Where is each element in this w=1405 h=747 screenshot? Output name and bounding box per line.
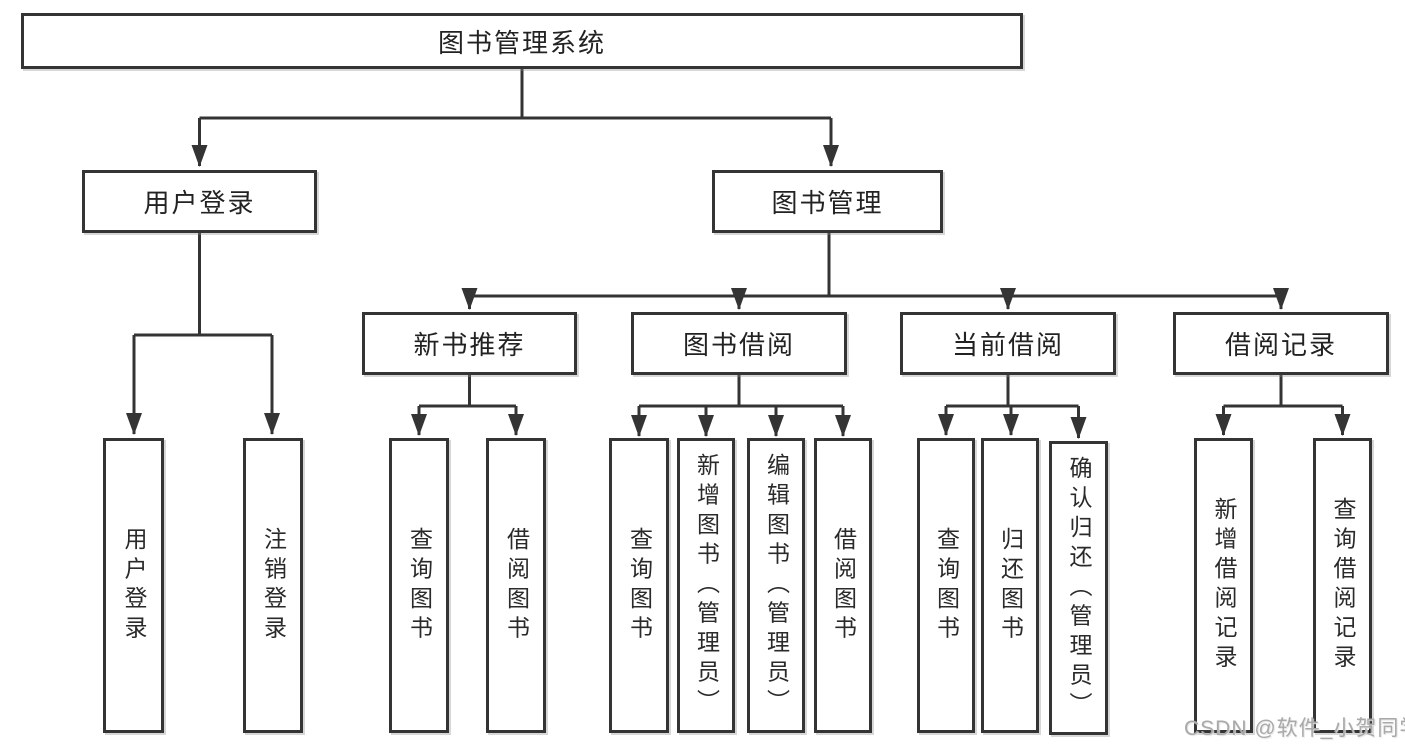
node-leaf-query-books-current-label: 查询图书 <box>933 526 960 645</box>
node-leaf-logout-label: 注销登录 <box>260 526 287 645</box>
node-leaf-add-book-admin-label: 新增图书（管理员） <box>693 453 720 718</box>
node-current-borrowing-label: 当前借阅 <box>951 330 1064 360</box>
node-new-book-recommend-label: 新书推荐 <box>413 330 526 360</box>
node-leaf-edit-book-admin: 编辑图书（管理员） <box>747 438 805 733</box>
node-book-borrowing-label: 图书借阅 <box>682 330 795 360</box>
node-leaf-query-books-current: 查询图书 <box>917 438 975 733</box>
node-leaf-borrow-books-borrow: 借阅图书 <box>814 438 872 733</box>
node-leaf-add-book-admin: 新增图书（管理员） <box>677 438 735 733</box>
node-leaf-query-borrow-record-label: 查询借阅记录 <box>1330 497 1356 674</box>
node-leaf-borrow-books-borrow-label: 借阅图书 <box>830 526 857 645</box>
node-leaf-query-books-rec: 查询图书 <box>389 438 449 733</box>
node-new-book-recommend: 新书推荐 <box>362 312 577 375</box>
node-leaf-edit-book-admin-label: 编辑图书（管理员） <box>763 453 790 718</box>
node-leaf-query-books-borrow: 查询图书 <box>609 438 669 733</box>
node-leaf-query-books-rec-label: 查询图书 <box>406 526 433 645</box>
node-borrowing-records-label: 借阅记录 <box>1224 330 1337 360</box>
node-leaf-confirm-return-admin: 确认归还（管理员） <box>1049 441 1108 735</box>
node-current-borrowing: 当前借阅 <box>900 312 1116 375</box>
node-leaf-add-borrow-record-label: 新增借阅记录 <box>1211 497 1237 674</box>
csdn-watermark: CSDN @软件_小贺同学 <box>1184 717 1405 740</box>
node-book-borrowing: 图书借阅 <box>631 312 847 375</box>
node-leaf-add-borrow-record: 新增借阅记录 <box>1194 438 1253 733</box>
node-leaf-query-borrow-record: 查询借阅记录 <box>1313 438 1372 733</box>
node-leaf-borrow-books-rec: 借阅图书 <box>486 438 546 733</box>
node-leaf-user-login-label: 用户登录 <box>121 526 147 645</box>
node-leaf-borrow-books-rec-label: 借阅图书 <box>503 526 530 645</box>
node-leaf-query-books-borrow-label: 查询图书 <box>626 526 653 645</box>
node-book-management-label: 图书管理 <box>771 188 884 218</box>
node-leaf-return-books-label: 归还图书 <box>997 526 1024 645</box>
node-book-management: 图书管理 <box>712 170 943 233</box>
connector-trunks <box>134 69 1343 408</box>
node-root: 图书管理系统 <box>21 13 1023 69</box>
node-borrowing-records: 借阅记录 <box>1173 312 1389 375</box>
node-leaf-user-login: 用户登录 <box>103 438 164 733</box>
node-leaf-logout: 注销登录 <box>243 438 303 733</box>
node-user-login-label: 用户登录 <box>143 188 256 218</box>
node-leaf-return-books: 归还图书 <box>981 438 1039 733</box>
node-root-label: 图书管理系统 <box>437 27 606 58</box>
node-user-login: 用户登录 <box>82 170 317 233</box>
node-leaf-confirm-return-admin-label: 确认归还（管理员） <box>1066 455 1092 721</box>
